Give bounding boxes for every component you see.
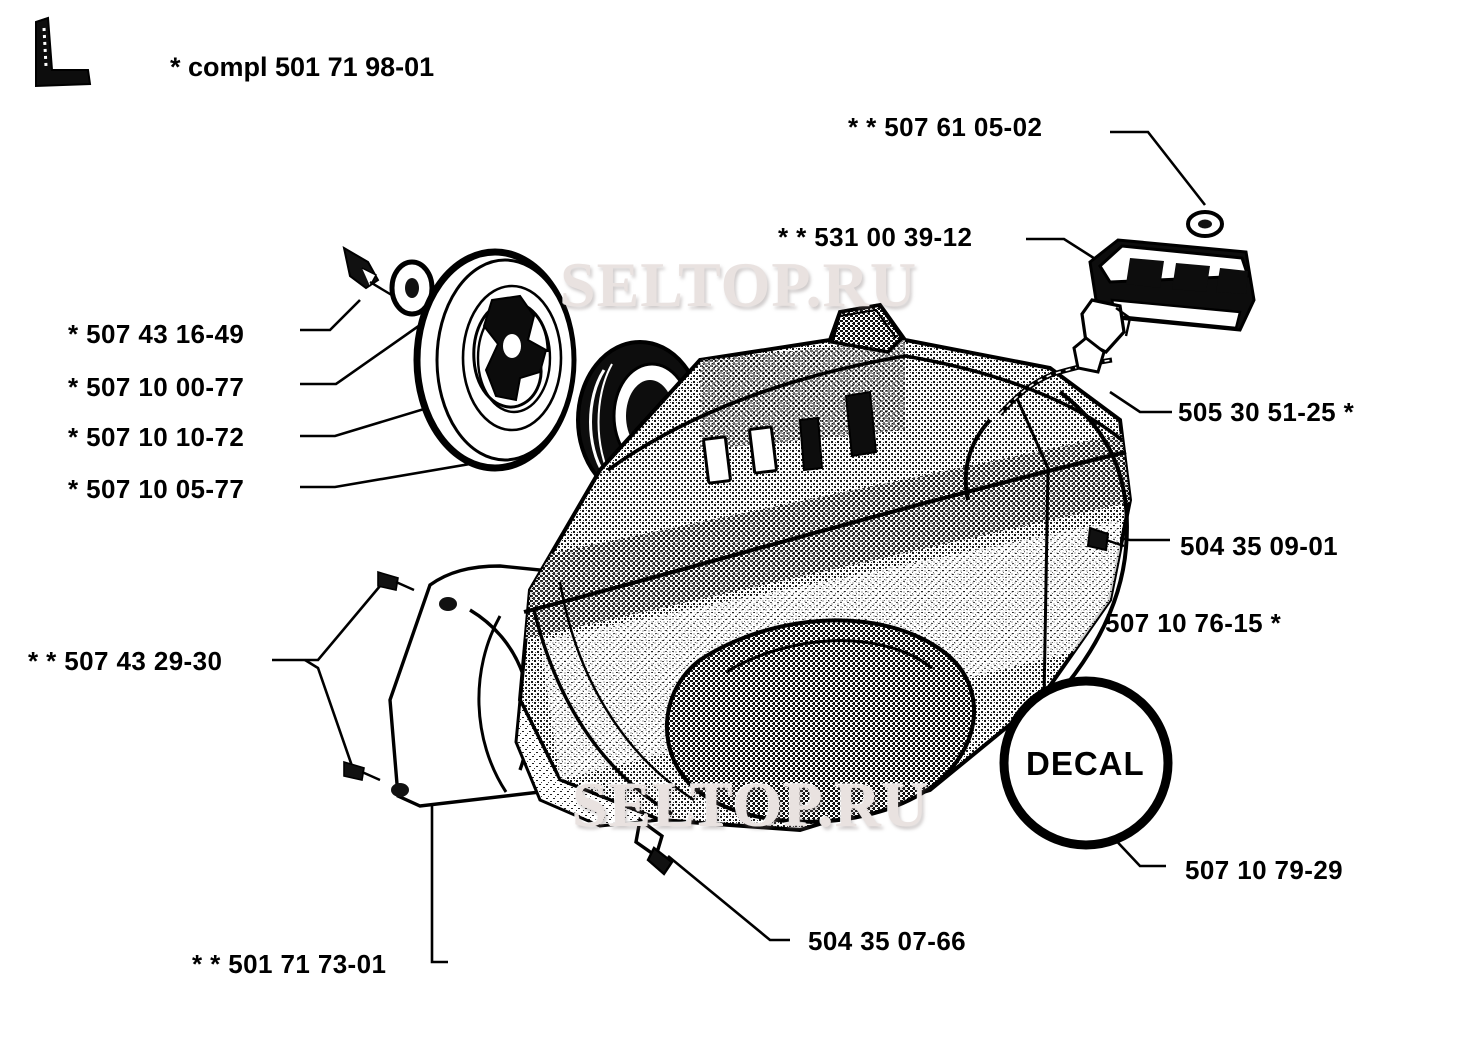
washer-part — [389, 259, 435, 317]
part-label-507-10-05-77: * 507 10 05-77 — [68, 474, 245, 504]
part-label-507-61-05-02: * * 507 61 05-02 — [848, 112, 1043, 142]
assembly-note-label: * compl 501 71 98-01 — [170, 52, 435, 82]
part-label-504-35-07-66: 504 35 07-66 — [808, 926, 967, 956]
starter-handle-part — [1072, 238, 1256, 374]
part-label-507-10-76-15: 507 10 76-15 * — [1105, 608, 1282, 638]
part-label-504-35-09-01: 504 35 09-01 — [1180, 531, 1339, 561]
starter-pulley-part — [413, 248, 577, 472]
decal-label: DECAL — [1026, 745, 1145, 782]
decal-part — [999, 676, 1173, 850]
part-label-505-30-51-25: 505 30 51-25 * — [1178, 397, 1355, 427]
rope-eyelet-part — [1186, 210, 1224, 238]
part-label-507-10-10-72: * 507 10 10-72 — [68, 422, 245, 452]
part-label-531-00-39-12: * * 531 00 39-12 — [778, 222, 973, 252]
part-label-507-10-79-29: 507 10 79-29 — [1185, 855, 1344, 885]
housing-screw-bottom — [634, 817, 674, 876]
leader-lines-bottom — [272, 585, 790, 964]
part-label-501-71-73-01: * * 501 71 73-01 — [192, 949, 387, 979]
part-label-507-43-29-30: * * 507 43 29-30 — [28, 646, 223, 676]
housing-screw-right — [1086, 526, 1125, 552]
part-label-507-43-16-49: * 507 43 16-49 — [68, 319, 245, 349]
l-bracket-icon — [35, 16, 92, 88]
housing-left-arc — [477, 615, 508, 793]
plate-screws — [343, 570, 415, 782]
part-label-507-10-00-77: * 507 10 00-77 — [68, 372, 245, 402]
screw-part — [342, 245, 401, 302]
